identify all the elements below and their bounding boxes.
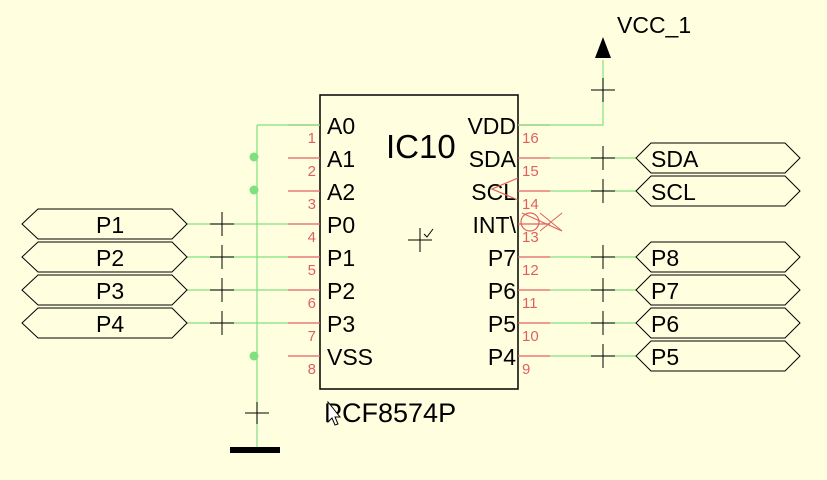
pin-number: 15 bbox=[522, 163, 539, 180]
mouse-cursor-icon bbox=[327, 400, 342, 426]
ic-designator: IC10 bbox=[386, 128, 456, 165]
pin-label: SDA bbox=[469, 146, 517, 172]
pin-number: 5 bbox=[308, 262, 316, 279]
port-shape[interactable] bbox=[635, 142, 801, 174]
pin-label: P3 bbox=[327, 311, 355, 337]
power-label: VCC_1 bbox=[617, 12, 691, 38]
port-shape[interactable] bbox=[635, 340, 801, 372]
pin-number: 4 bbox=[308, 229, 316, 246]
pin-label: P4 bbox=[488, 344, 516, 370]
inverted-output-bubble bbox=[520, 212, 540, 232]
pin-label: VDD bbox=[467, 113, 516, 139]
pin-number: 12 bbox=[522, 262, 539, 279]
port-label: P1 bbox=[96, 212, 124, 238]
junction-a1 bbox=[249, 152, 259, 162]
pin-label: SCL bbox=[471, 179, 516, 205]
pin-number: 8 bbox=[308, 361, 316, 378]
no-connect-marker-c bbox=[539, 212, 563, 232]
ic-part-number: PCF8574P bbox=[324, 398, 456, 428]
pin-label: VSS bbox=[327, 344, 373, 370]
pin-number: 7 bbox=[308, 328, 316, 345]
port-label: SCL bbox=[651, 179, 696, 205]
wire-vdd[interactable] bbox=[518, 60, 604, 126]
ic-body[interactable] bbox=[319, 94, 519, 390]
port-label: P7 bbox=[651, 278, 679, 304]
port-label: P4 bbox=[96, 311, 124, 337]
pin-number: 6 bbox=[308, 295, 316, 312]
port-label: P6 bbox=[651, 311, 679, 337]
pin-number: 11 bbox=[522, 295, 538, 312]
port-label: P2 bbox=[96, 245, 124, 271]
pin-label: INT\ bbox=[473, 212, 517, 238]
check-icon bbox=[423, 228, 434, 238]
power-arrow-icon[interactable] bbox=[595, 37, 611, 58]
pin-label: P7 bbox=[488, 245, 516, 271]
pin-label: A2 bbox=[327, 179, 355, 205]
pin-number: 10 bbox=[522, 328, 539, 345]
pin-number: 2 bbox=[308, 163, 316, 180]
clock-input-symbol bbox=[490, 177, 519, 201]
pin-number: 1 bbox=[308, 130, 316, 147]
pin-label: A1 bbox=[327, 146, 355, 172]
left-pin-group: 1 A0 2 A1 3 A2 4 P0 5 P1 6 P2 7 P3 8 VSS bbox=[288, 113, 373, 378]
port-shape[interactable] bbox=[635, 175, 801, 207]
port-shape[interactable] bbox=[21, 241, 188, 273]
pin-label: P2 bbox=[327, 278, 355, 304]
pin-label: P0 bbox=[327, 212, 355, 238]
pin-number: 3 bbox=[308, 196, 316, 213]
port-label: P5 bbox=[651, 344, 679, 370]
port-shape[interactable] bbox=[21, 274, 188, 306]
port-shape[interactable] bbox=[21, 208, 188, 240]
pin-number: 16 bbox=[522, 130, 539, 147]
no-connect-marker bbox=[521, 212, 563, 232]
port-shape[interactable] bbox=[21, 307, 188, 339]
pin-number: 14 bbox=[522, 196, 539, 213]
junction-a2 bbox=[249, 185, 259, 195]
pin-label: P1 bbox=[327, 245, 355, 271]
port-shape[interactable] bbox=[635, 274, 801, 306]
port-label: P3 bbox=[96, 278, 124, 304]
ground-symbol[interactable] bbox=[230, 447, 280, 453]
pin-number: 13 bbox=[522, 229, 539, 246]
pin-label: P6 bbox=[488, 278, 516, 304]
junction-vss bbox=[249, 351, 259, 361]
port-label: SDA bbox=[651, 146, 699, 172]
port-shape[interactable] bbox=[635, 307, 801, 339]
port-label: P8 bbox=[651, 245, 679, 271]
right-pin-group: 16 VDD 15 SDA 14 SCL 13 INT\ 12 P7 11 P6 10 P5 9 P4 bbox=[467, 113, 550, 378]
pin-label: P5 bbox=[488, 311, 516, 337]
pin-number: 9 bbox=[522, 361, 530, 378]
pin-label: A0 bbox=[327, 113, 355, 139]
port-shape[interactable] bbox=[635, 241, 801, 273]
